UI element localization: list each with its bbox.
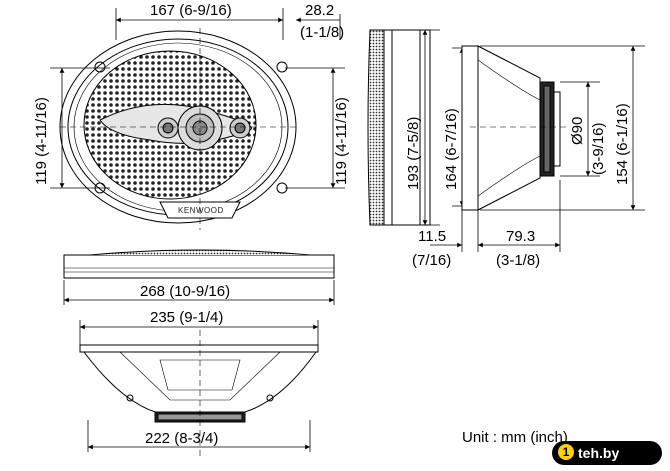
bottom-width-label: 222 (8-3/4) [145, 430, 218, 447]
watermark-icon: 1 [558, 444, 574, 460]
mount-width-label: 235 (9-1/4) [150, 309, 223, 326]
front-side-dimensions [50, 67, 345, 189]
watermark: 1 teh.by [552, 441, 662, 465]
top-depth-mm: 28.2 [305, 2, 334, 19]
bottom-view [79, 330, 319, 460]
overall-height-label: 154 (6-1/16) [614, 103, 631, 185]
edge-view [63, 249, 335, 279]
side-inner-height-label: 164 (6-7/16) [443, 108, 460, 190]
top-depth-dimension [296, 14, 341, 40]
overall-width-dimension [63, 280, 335, 305]
brand-label: KENWOOD [178, 206, 224, 215]
magnet-dia-label: Ø90 [569, 117, 586, 145]
flange-mm-label: 11.5 [418, 228, 446, 245]
bottom-dimensions [79, 320, 319, 452]
front-view [59, 28, 300, 230]
magnet-dia-in-label: (3-9/16) [590, 122, 607, 175]
overall-width-label: 268 (10-9/16) [140, 283, 230, 300]
front-top-dimension [115, 8, 284, 40]
top-width-label: 167 (6-9/16) [150, 2, 232, 19]
side-view [367, 29, 431, 226]
profile-dimensions [480, 45, 645, 211]
right-height-label: 119 (4-11/16) [333, 97, 350, 185]
top-depth-in: (1-1/8) [300, 24, 344, 41]
left-height-label: 119 (4-11/16) [33, 97, 50, 185]
watermark-text: teh.by [578, 445, 620, 461]
flange-in-label: (7/16) [412, 252, 451, 269]
mount-depth-in-label: (3-1/8) [496, 252, 540, 269]
side-outer-height-label: 193 (7-5/8) [405, 117, 422, 190]
profile-horizontal-dimensions [430, 180, 561, 252]
mount-depth-mm-label: 79.3 [506, 228, 535, 245]
unit-label: Unit : mm (inch) [462, 429, 568, 446]
profile-view [461, 45, 570, 211]
